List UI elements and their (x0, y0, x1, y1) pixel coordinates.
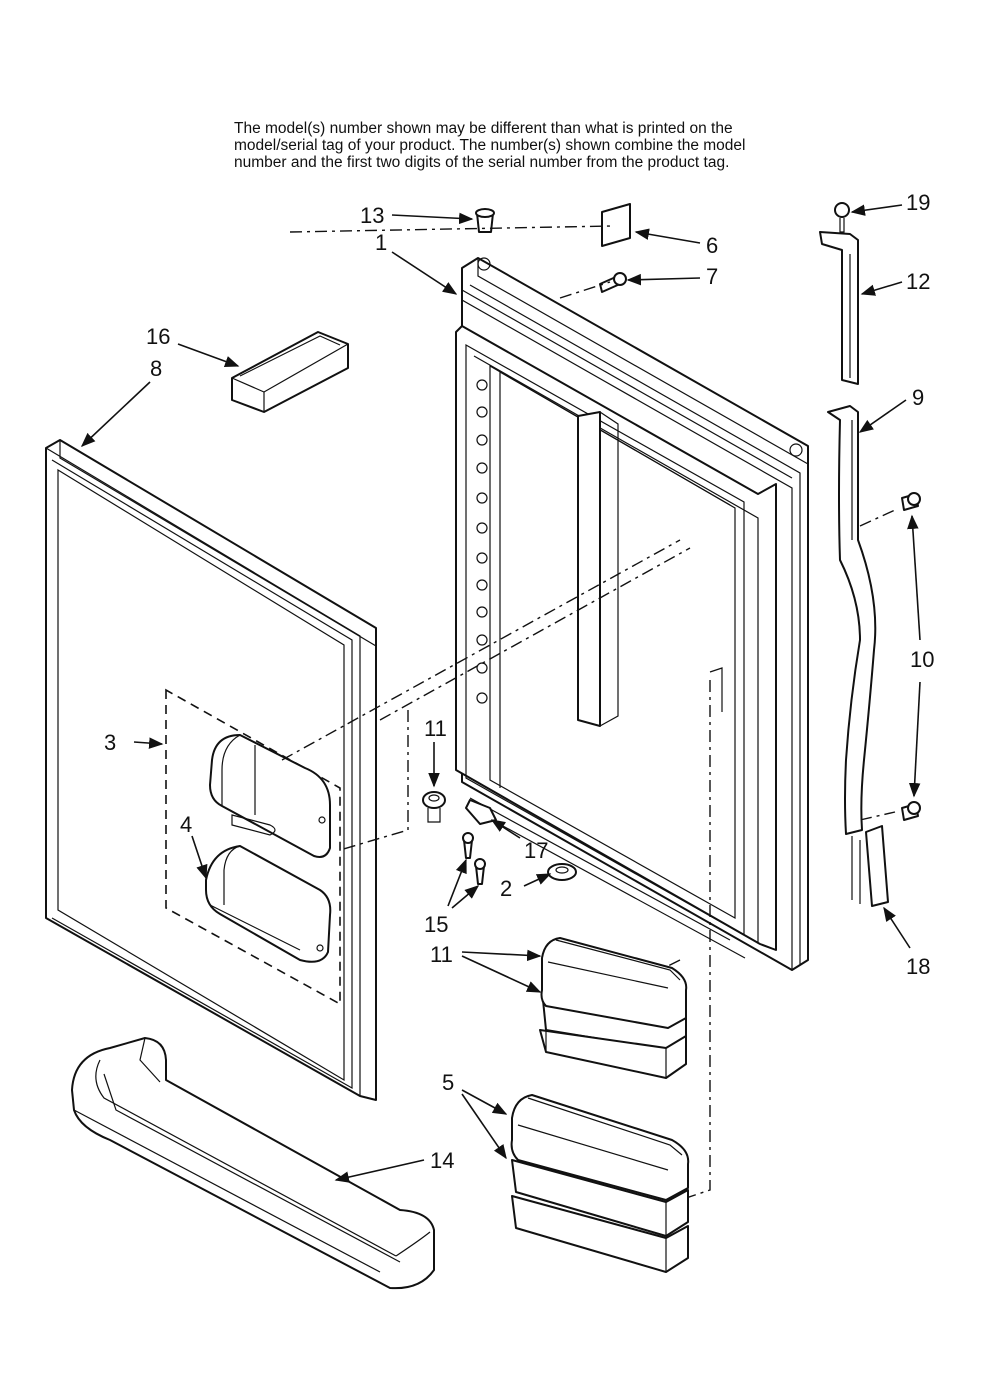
screw-part-7 (599, 272, 627, 293)
callout-17: 17 (524, 838, 548, 863)
note-line-2: model/serial tag of your product. The nu… (234, 137, 746, 154)
callout-9: 9 (912, 385, 924, 410)
note-line-3: number and the first two digits of the s… (234, 154, 730, 171)
bracket-part-17 (465, 799, 497, 825)
callout-11-upper: 11 (424, 716, 447, 741)
callout-16: 16 (146, 324, 170, 349)
long-door-bin-part-14 (71, 1037, 435, 1290)
callout-10: 10 (910, 647, 934, 672)
callout-12: 12 (906, 269, 930, 294)
note-line-1: The model(s) number shown may be differe… (234, 120, 733, 137)
door-bins-part-5 (510, 1094, 690, 1273)
callout-15: 15 (424, 912, 448, 937)
callout-4: 4 (180, 812, 192, 837)
callout-5: 5 (442, 1070, 454, 1095)
callout-6: 6 (706, 233, 718, 258)
leader-lines (80, 204, 921, 1183)
trim-part-18 (851, 825, 889, 907)
callout-7: 7 (706, 264, 718, 289)
callout-labels: 13 1 6 7 16 8 19 12 9 10 3 4 11 17 2 15 … (104, 190, 934, 1173)
hinge-cover-part-9 (827, 405, 877, 835)
model-number-note: The model(s) number shown may be differe… (234, 120, 854, 171)
callout-3: 3 (104, 730, 116, 755)
callout-1: 1 (375, 230, 387, 255)
alignment-line-e (339, 710, 409, 851)
callout-19: 19 (906, 190, 930, 215)
plug-part-13 (475, 208, 495, 233)
label-part-6 (601, 203, 631, 247)
small-bin-part-16 (231, 331, 349, 413)
screw-part-10-lower (901, 801, 921, 821)
screw-part-10-upper (901, 492, 921, 511)
callout-2: 2 (500, 876, 512, 901)
alignment-line-c (289, 225, 613, 233)
tray-cover-part-4 (205, 845, 332, 963)
alignment-line-b (379, 547, 691, 721)
screws-part-15 (462, 832, 486, 885)
hinge-part-12 (819, 231, 859, 385)
callout-11-lower: 11 (430, 942, 453, 967)
dispenser-housing-part-3 (209, 734, 331, 858)
grommet-part-11 (422, 791, 446, 823)
door-bins-part-11 (539, 937, 688, 1079)
callout-18: 18 (906, 954, 930, 979)
alignment-line-h (859, 509, 896, 527)
door-frame-part-1 (455, 257, 809, 971)
alignment-line-a (281, 539, 681, 761)
screw-part-19 (834, 202, 850, 233)
callout-14: 14 (430, 1148, 454, 1173)
alignment-line-i (859, 811, 896, 821)
callout-8: 8 (150, 356, 162, 381)
callout-13: 13 (360, 203, 384, 228)
cap-part-2 (547, 863, 577, 881)
alignment-line-d (559, 281, 611, 299)
